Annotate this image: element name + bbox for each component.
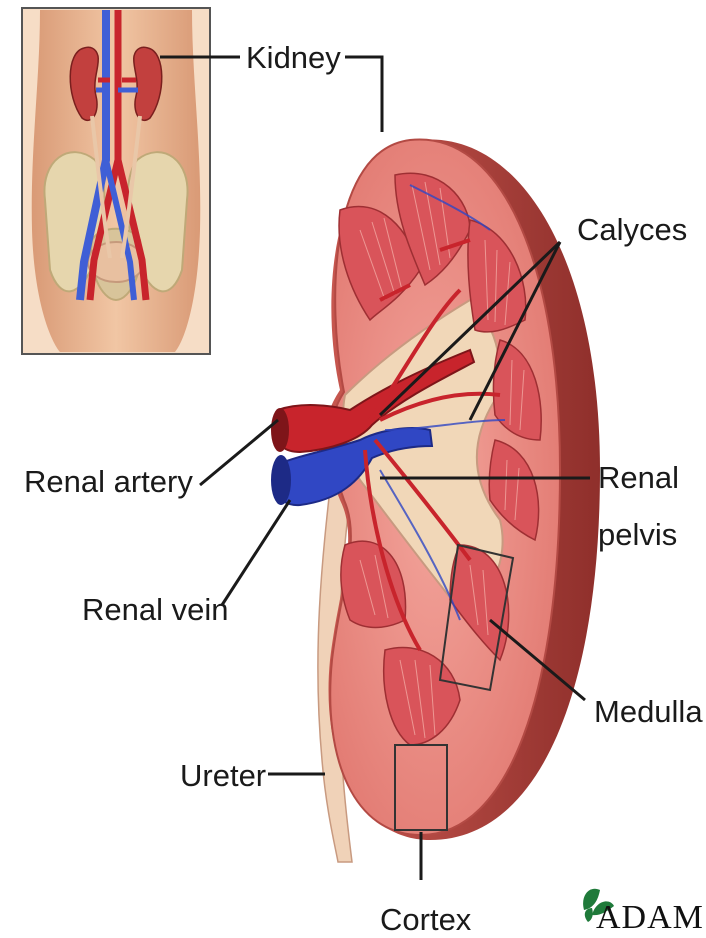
logo-text: ADAM	[596, 899, 704, 936]
label-renal-pelvis-line2: pelvis	[598, 517, 677, 552]
adam-logo: ADAM	[583, 889, 704, 936]
label-medulla: Medulla	[594, 694, 703, 729]
label-cortex: Cortex	[380, 902, 472, 937]
kidney-cross-section	[271, 139, 600, 862]
label-renal-artery: Renal artery	[24, 464, 193, 499]
label-kidney: Kidney	[246, 40, 341, 75]
label-calyces: Calyces	[577, 212, 687, 247]
label-renal-vein: Renal vein	[82, 592, 228, 627]
label-ureter: Ureter	[180, 758, 266, 793]
torso-inset	[22, 8, 210, 354]
label-renal-pelvis-line1: Renal	[598, 460, 679, 495]
